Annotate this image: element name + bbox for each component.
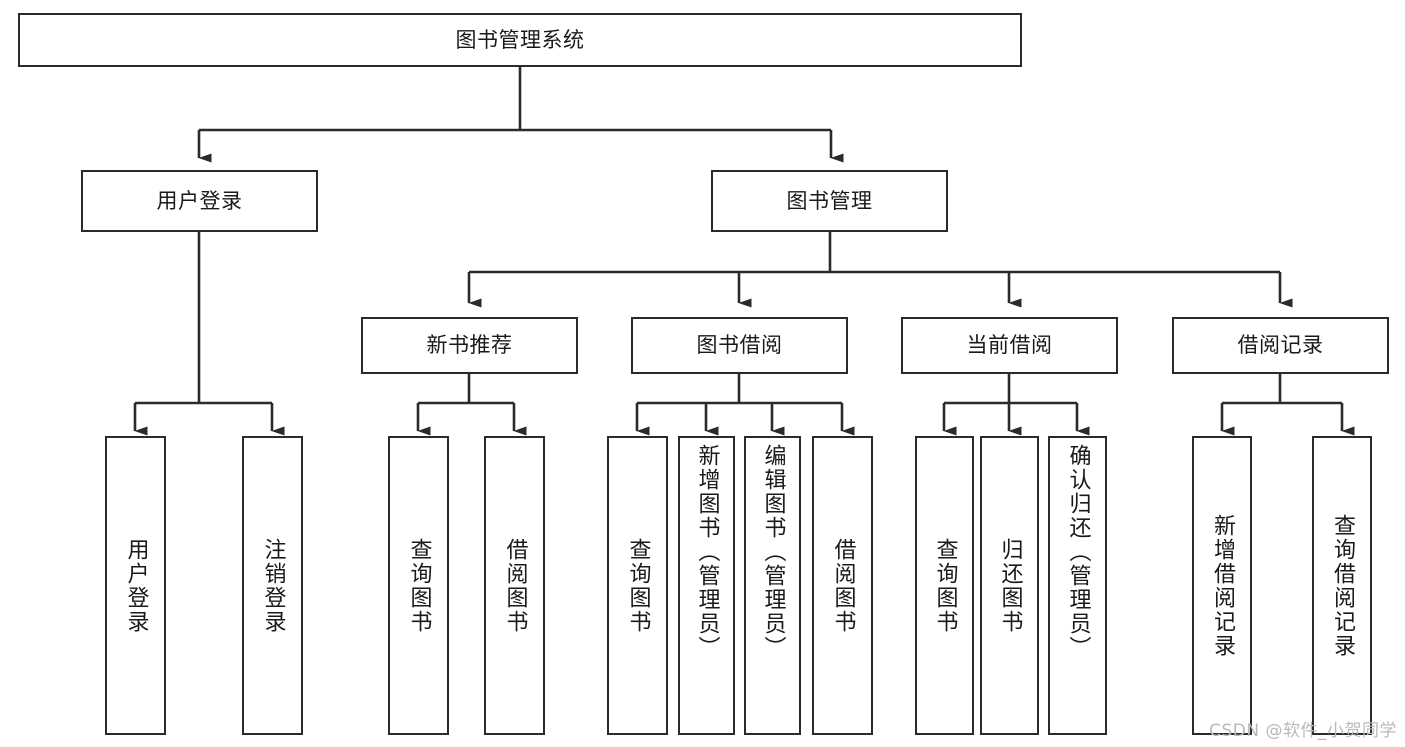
leaf-borrow-book-2[interactable]: 借阅图书 <box>812 436 873 735</box>
node-book-manage-label: 图书管理 <box>786 188 873 213</box>
leaf-return-book-label: 归还图书 <box>997 537 1023 634</box>
leaf-add-record-label: 新增借阅记录 <box>1210 513 1235 658</box>
node-user-login-label: 用户登录 <box>156 188 243 213</box>
node-borrow-record[interactable]: 借阅记录 <box>1172 317 1389 374</box>
leaf-add-record[interactable]: 新增借阅记录 <box>1192 436 1252 735</box>
leaf-add-book-label: 新增图书（管理员） <box>694 444 720 660</box>
leaf-query-book-2-label: 查询图书 <box>625 537 651 634</box>
leaf-return-book[interactable]: 归还图书 <box>980 436 1039 735</box>
node-book-borrow-label: 图书借阅 <box>696 333 783 358</box>
node-current-borrow[interactable]: 当前借阅 <box>901 317 1118 374</box>
node-book-manage[interactable]: 图书管理 <box>711 170 948 232</box>
edge-bookborrow-to-leaves <box>635 374 855 436</box>
leaf-borrow-book-1-label: 借阅图书 <box>502 537 528 634</box>
node-current-borrow-label: 当前借阅 <box>966 333 1053 358</box>
leaf-user-login-label: 用户登录 <box>123 537 149 634</box>
leaf-query-book-3-label: 查询图书 <box>932 537 958 634</box>
leaf-query-book-2[interactable]: 查询图书 <box>607 436 668 735</box>
csdn-watermark: CSDN @软件_小贺同学 <box>1209 721 1397 741</box>
node-root-label: 图书管理系统 <box>455 27 585 52</box>
node-root[interactable]: 图书管理系统 <box>18 13 1022 67</box>
node-new-book-rec[interactable]: 新书推荐 <box>361 317 578 374</box>
leaf-edit-book-label: 编辑图书（管理员） <box>760 444 786 660</box>
leaf-query-record[interactable]: 查询借阅记录 <box>1312 436 1372 735</box>
leaf-query-book-3[interactable]: 查询图书 <box>915 436 974 735</box>
leaf-confirm-return[interactable]: 确认归还（管理员） <box>1048 436 1107 735</box>
leaf-add-book[interactable]: 新增图书（管理员） <box>678 436 735 735</box>
edge-userlogin-to-leaves <box>133 232 285 436</box>
leaf-confirm-return-label: 确认归还（管理员） <box>1065 444 1091 660</box>
edge-newbookrec-to-leaves <box>416 374 527 436</box>
leaf-logout[interactable]: 注销登录 <box>242 436 303 735</box>
node-borrow-record-label: 借阅记录 <box>1237 333 1324 358</box>
leaf-user-login[interactable]: 用户登录 <box>105 436 166 735</box>
node-user-login[interactable]: 用户登录 <box>81 170 318 232</box>
leaf-edit-book[interactable]: 编辑图书（管理员） <box>744 436 801 735</box>
leaf-query-record-label: 查询借阅记录 <box>1330 513 1355 658</box>
node-new-book-rec-label: 新书推荐 <box>426 333 513 358</box>
leaf-query-book-1[interactable]: 查询图书 <box>388 436 449 735</box>
leaf-borrow-book-2-label: 借阅图书 <box>830 537 856 634</box>
leaf-borrow-book-1[interactable]: 借阅图书 <box>484 436 545 735</box>
edge-currentborrow-to-leaves <box>942 374 1090 436</box>
edge-borrowrecord-to-leaves <box>1220 374 1355 436</box>
leaf-query-book-1-label: 查询图书 <box>406 537 432 634</box>
edge-root-to-level2 <box>197 67 844 163</box>
edge-bookmanage-to-level3 <box>467 232 1293 308</box>
node-book-borrow[interactable]: 图书借阅 <box>631 317 848 374</box>
leaf-logout-label: 注销登录 <box>260 537 286 634</box>
